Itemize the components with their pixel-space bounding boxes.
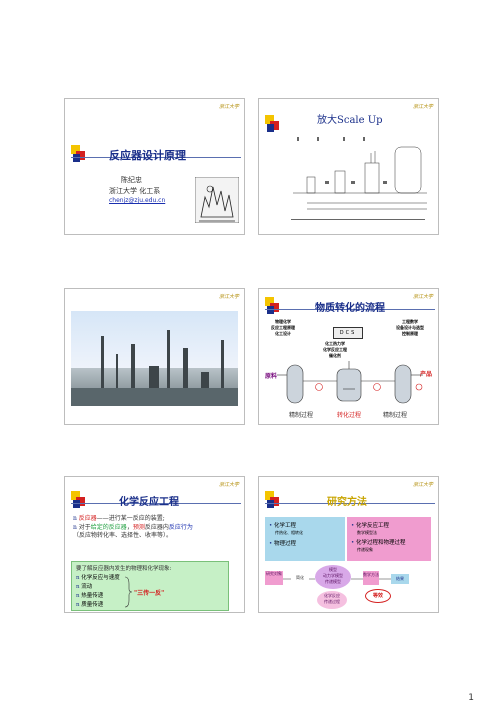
right-discipline-label: 工程数学 设备设计与选型 控制原理 xyxy=(396,319,424,336)
portrait-sketch xyxy=(195,177,239,223)
method-item: • 化学反应工程 xyxy=(351,523,390,529)
phenomena-item: n 化学反应与速度 xyxy=(76,575,120,581)
slide-4: 浙江大学 物质转化的流程 物理化学 反应工程原理 化工设计 工程数学 设备设计与… xyxy=(258,288,439,425)
author-name: 陈纪忠 xyxy=(121,176,142,184)
dcs-display: DCS xyxy=(333,327,363,339)
phenomena-item: n 质量传递 xyxy=(76,602,104,608)
bullet-reactor-definition: n 反应器——进行某一反应的装置; xyxy=(73,515,165,522)
refinery-photo xyxy=(71,311,238,406)
raw-material-label: 原料 xyxy=(265,373,278,380)
university-logo: 浙江大学 xyxy=(218,104,239,110)
slide-title: 化学反应工程 xyxy=(119,497,179,508)
method-item: • 化学工程 xyxy=(269,523,297,529)
slide-title: 放大Scale Up xyxy=(317,115,383,126)
center-discipline-label: 化工热力学 化学反应工程 催化剂 xyxy=(323,341,347,358)
slide-title: 反应器设计原理 xyxy=(109,149,186,162)
slide-1: 浙江大学 反应器设计原理 陈纪忠 浙江大学 化工系 chenjz@zju.edu… xyxy=(64,98,245,235)
stage-label-conversion: 转化过程 xyxy=(337,412,362,419)
stage-label-refine-2: 精制过程 xyxy=(383,412,408,419)
method-item: • 物理过程 xyxy=(269,541,297,547)
flow-box-reaction-transfer: 化学反应 传递过程 xyxy=(317,591,347,609)
process-flow-diagram xyxy=(277,361,423,404)
flow-arrows xyxy=(283,578,391,580)
title-decoration xyxy=(265,297,435,317)
phenomena-box: 要了解反应器内发生的物理和化学现象: n 化学反应与速度 n 流动 n 热量传递… xyxy=(71,561,229,611)
title-decoration xyxy=(265,115,285,135)
method-sub: 传热化、相转化 xyxy=(275,530,303,535)
slide-6: 浙江大学 研究方法 • 化学工程 传热化、相转化 • 物理过程 • 化学反应工程… xyxy=(258,476,439,613)
method-sub: 传递现象 xyxy=(357,547,373,552)
flow-box-result: 结果 xyxy=(391,574,409,584)
flow-box-object: 研究对象 xyxy=(265,571,283,585)
university-logo: 浙江大学 xyxy=(412,104,433,110)
phenomena-heading: 要了解反应器内发生的物理和化学现象: xyxy=(76,566,172,572)
equivalence-badge: 等效 xyxy=(365,589,391,603)
email-link[interactable]: chenjz@zju.edu.cn xyxy=(109,197,166,204)
scale-up-figure xyxy=(291,137,427,220)
page-number: 1 xyxy=(468,693,474,703)
three-transfers-label: "三传一反" xyxy=(134,590,165,597)
stage-label-refine-1: 精制过程 xyxy=(289,412,314,419)
method-sub: 数学模型法 xyxy=(357,530,377,535)
slide-title: 物质转化的流程 xyxy=(315,303,385,314)
affiliation: 浙江大学 化工系 xyxy=(109,187,161,195)
phenomena-item: n 流动 xyxy=(76,584,93,590)
method-left-panel: • 化学工程 传热化、相转化 • 物理过程 xyxy=(265,517,345,561)
slide-title: 研究方法 xyxy=(327,497,367,508)
slide-3: 浙江大学 xyxy=(64,288,245,425)
university-logo: 浙江大学 xyxy=(218,294,239,300)
flow-box-simplify: 简化 xyxy=(291,574,309,582)
slide-2: 浙江大学 放大Scale Up xyxy=(258,98,439,235)
title-decoration xyxy=(71,491,241,511)
flow-box-model: 模型 动力学模型 传递模型 xyxy=(315,565,351,589)
slide-5: 浙江大学 化学反应工程 n 反应器——进行某一反应的装置; n 对于给定的反应器… xyxy=(64,476,245,613)
university-logo: 浙江大学 xyxy=(218,482,239,488)
method-item: • 化学过程和物理过程 xyxy=(351,540,406,546)
method-right-panel: • 化学反应工程 数学模型法 • 化学过程和物理过程 传递现象 xyxy=(347,517,431,561)
university-logo: 浙江大学 xyxy=(412,294,433,300)
flow-box-math: 数学方法 xyxy=(363,571,379,585)
university-logo: 浙江大学 xyxy=(412,482,433,488)
phenomena-item: n 热量传递 xyxy=(76,593,104,599)
left-discipline-label: 物理化学 反应工程原理 化工设计 xyxy=(271,319,295,336)
brace-icon xyxy=(124,576,132,608)
product-label: 产品 xyxy=(419,371,432,378)
title-decoration xyxy=(71,145,241,165)
bullet-prediction: n 对于给定的反应器，预测反应器内反应行为（反应物转化率、选择性、收率等）。 xyxy=(73,524,193,539)
title-decoration xyxy=(265,491,435,511)
